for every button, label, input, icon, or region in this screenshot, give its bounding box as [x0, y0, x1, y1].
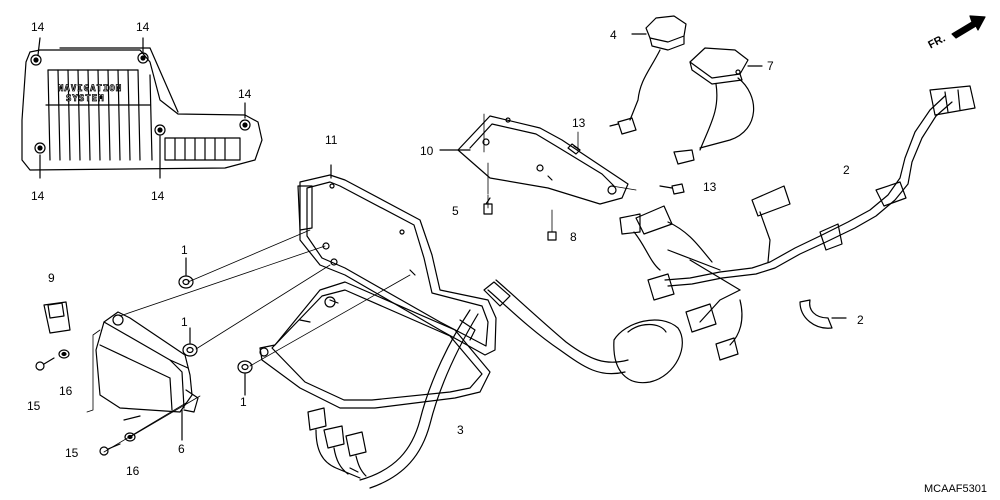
callout-14-a: 14 [31, 20, 45, 34]
antenna-7 [673, 47, 763, 165]
diagram-code: MCAAF5301 [924, 483, 987, 495]
callout-8: 8 [570, 230, 577, 244]
callout-15-b: 15 [65, 446, 79, 460]
wire-harness-3 [307, 279, 683, 489]
navigation-unit-6 [95, 311, 199, 441]
callout-7: 7 [767, 59, 774, 73]
callout-1-b: 1 [181, 315, 188, 329]
bracket-10 [439, 115, 629, 205]
callout-4: 4 [610, 28, 617, 42]
screws-15 [35, 357, 121, 456]
callout-14-e: 14 [151, 189, 165, 203]
callout-5: 5 [452, 204, 459, 218]
leader-lines [86, 113, 637, 453]
callout-13-b: 13 [703, 180, 717, 194]
clip-12 [799, 299, 847, 329]
callout-13-a: 13 [572, 116, 586, 130]
antenna-4 [609, 15, 687, 135]
navigation-cover [21, 37, 263, 179]
callout-3: 3 [457, 423, 464, 437]
callout-1-a: 1 [181, 243, 188, 257]
callout-2-b: 2 [857, 313, 864, 327]
cover-text-line2: SYSTEM [66, 94, 105, 105]
callout-2-a: 2 [843, 163, 850, 177]
bracket-11 [297, 164, 497, 356]
callout-16-b: 16 [126, 464, 140, 478]
callout-14-c: 14 [238, 87, 252, 101]
washers-16 [58, 349, 136, 442]
callout-11: 11 [325, 133, 338, 147]
callout-14-b: 14 [136, 20, 150, 34]
callout-10: 10 [420, 144, 434, 158]
sd-card-9 [43, 301, 71, 334]
front-arrow-icon [951, 15, 986, 39]
callout-15-a: 15 [27, 399, 41, 413]
callout-6: 6 [178, 442, 185, 456]
callout-9: 9 [48, 271, 55, 285]
callout-1-c: 1 [240, 395, 247, 409]
callout-14-d: 14 [31, 189, 45, 203]
grommets-1 [178, 257, 253, 396]
wire-harness-2 [619, 85, 976, 361]
bolts [483, 143, 685, 241]
cover-text-line1: NAVIGATION [58, 84, 123, 95]
callout-16-a: 16 [59, 384, 73, 398]
lower-tray [259, 269, 491, 409]
